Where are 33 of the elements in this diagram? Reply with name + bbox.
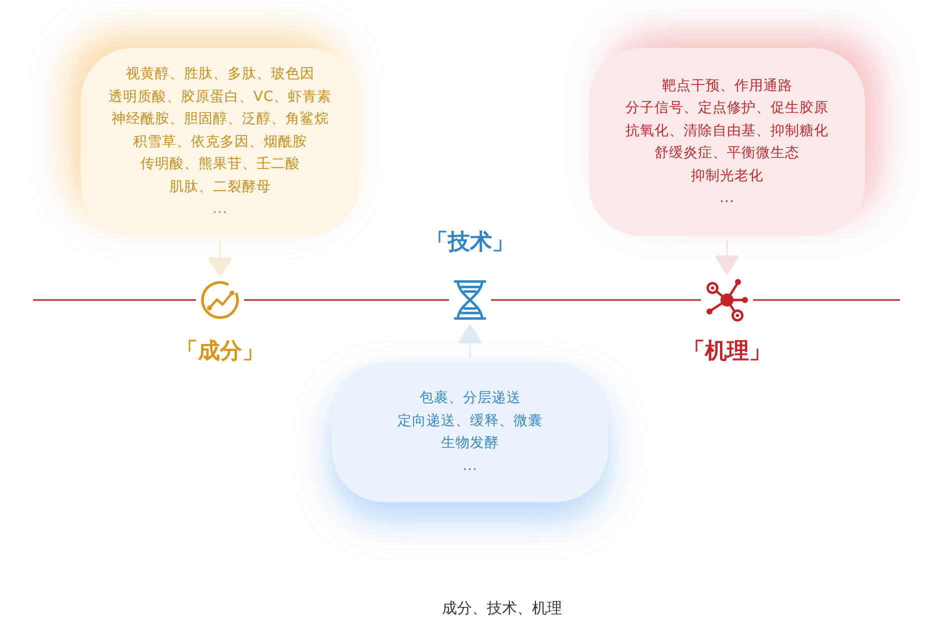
bubble-text: 舒缓炎症、平衡微生态 [654, 144, 800, 163]
pointer-arrow [208, 240, 232, 276]
bubble-text: 视黄醇、胜肽、多肽、玻色因 [126, 65, 314, 84]
caption: 成分、技术、机理 [442, 598, 562, 618]
molecule-network-icon [705, 278, 749, 322]
bubble-text: 抑制光老化 [690, 166, 764, 186]
bubble-text: 透明质酸、胶原蛋白、VC、虾青素 [108, 88, 332, 107]
text-bubble [81, 48, 359, 236]
section-heading: 「技术」 [426, 230, 514, 256]
bubble-text: 积雪草、依克多因、烟酰胺 [133, 132, 307, 152]
bubble-text: ... [462, 456, 478, 476]
dna-icon [453, 279, 487, 321]
bubble-text: 神经酰胺、胆固醇、泛醇、角鲨烷 [111, 110, 329, 130]
bubble-text: 肌肽、二裂酵母 [169, 178, 271, 197]
bubble-text: 包裹、分层递送 [419, 389, 521, 408]
section-heading: 「成分」 [176, 339, 264, 365]
bubble-text: 靶点干预、作用通路 [662, 76, 792, 96]
section-heading: 「机理」 [683, 339, 771, 365]
timeline-line [244, 299, 449, 301]
bubble-text: ... [720, 189, 734, 208]
text-bubble [589, 48, 865, 236]
bubble-text: 抗氧化、清除自由基、抑制糖化 [626, 122, 828, 140]
timeline-line [33, 299, 196, 301]
pointer-arrow [458, 324, 482, 358]
timeline-line [491, 299, 701, 301]
bubble-text: 分子信号、定点修护、促生胶原 [626, 99, 828, 118]
timeline-line [753, 299, 900, 301]
pointer-arrow [716, 240, 738, 274]
bubble-text: 生物发酵 [441, 434, 499, 453]
bubble-text: 传明酸、熊果苷、壬二酸 [140, 155, 300, 174]
trend-chart-icon [200, 280, 240, 320]
bubble-text: ... [212, 200, 228, 220]
bubble-text: 定向递送、缓释、微囊 [398, 412, 542, 430]
